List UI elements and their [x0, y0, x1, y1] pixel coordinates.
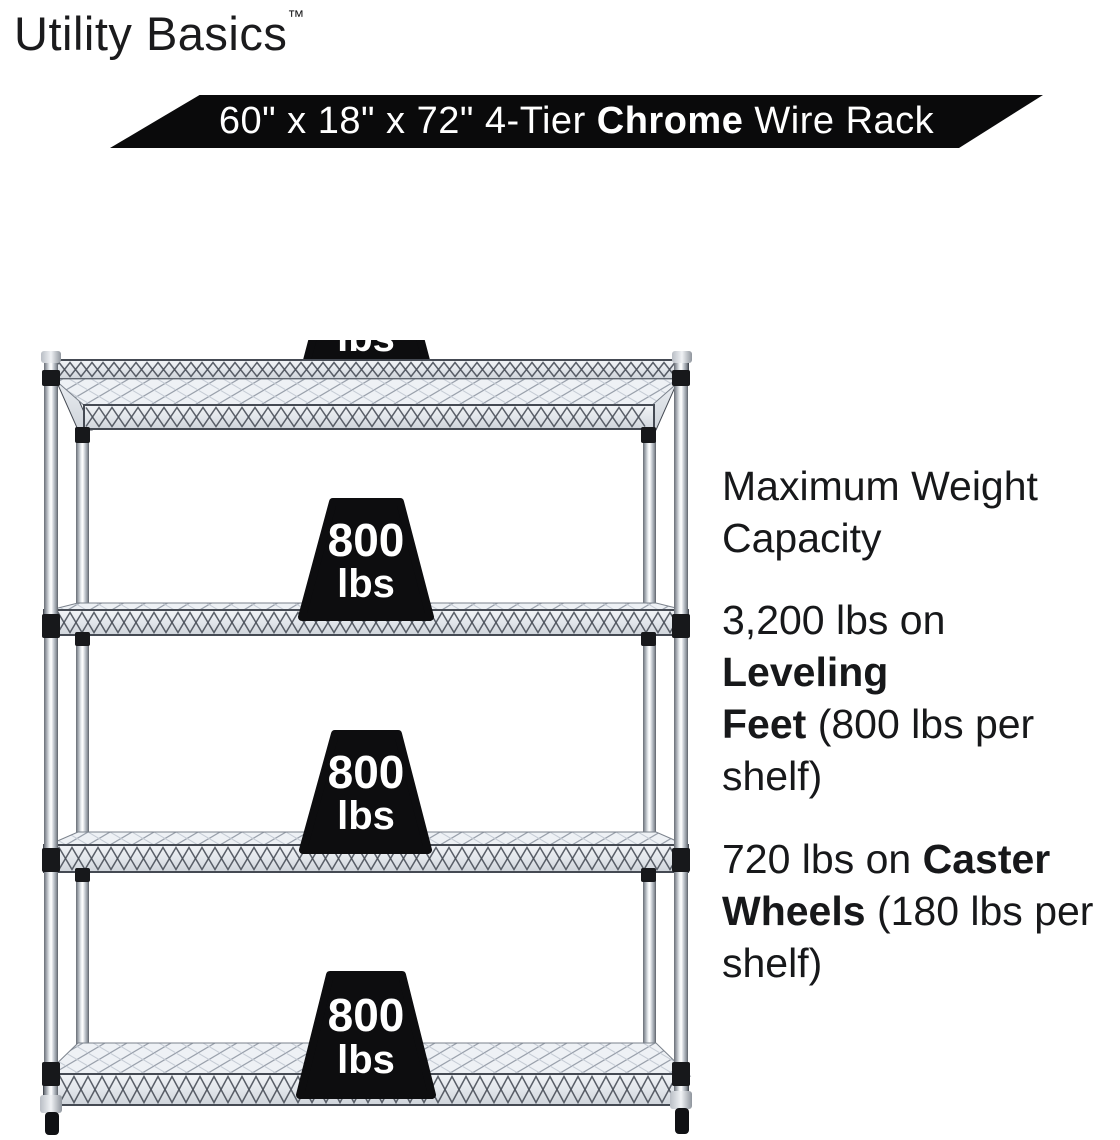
foot-sleeve — [670, 1091, 692, 1109]
shelf-collar — [42, 370, 60, 386]
banner-text: 60" x 18" x 72" 4-Tier Chrome Wire Rack — [219, 100, 934, 143]
shelf-1 — [45, 359, 689, 443]
rack-photo: 800 lbs — [40, 340, 692, 1135]
shelf-collar — [42, 1062, 60, 1086]
weight-shape-icon — [296, 971, 436, 1099]
shelf-collar — [672, 614, 690, 638]
foot-sleeve — [40, 1095, 62, 1113]
product-banner: 60" x 18" x 72" 4-Tier Chrome Wire Rack — [110, 95, 1043, 148]
capacity-unit: lbs — [337, 794, 395, 838]
capacity-value: 800 — [328, 746, 405, 798]
capacity-value: 800 — [328, 989, 405, 1041]
capacity-badge-2: 800 lbs — [298, 498, 434, 621]
brand-logo: Utility Basics™ — [14, 6, 304, 61]
leveling-foot — [45, 1112, 59, 1135]
leveling-foot — [675, 1108, 689, 1134]
shelf-collar — [75, 427, 90, 443]
banner-product-text: Wire Rack — [743, 100, 935, 142]
front-left-post — [40, 351, 62, 1135]
shelf-collar — [672, 848, 690, 872]
shelf-collar — [42, 848, 60, 872]
shelf-collar — [641, 632, 656, 646]
weight-shape-icon — [298, 498, 434, 621]
banner-finish-text: Chrome — [596, 100, 744, 142]
shelf-collar — [641, 868, 656, 882]
back-left-post — [73, 394, 92, 1081]
capacity-unit: lbs — [337, 1038, 395, 1082]
post-cap — [672, 351, 692, 363]
banner-size-text: 60" x 18" x 72" 4-Tier — [218, 100, 597, 142]
brand-name: Utility Basics — [14, 7, 288, 60]
shelf-collar — [75, 868, 90, 882]
shelf-collar — [75, 632, 90, 646]
weight-shape-icon — [299, 730, 432, 854]
trademark-symbol: ™ — [287, 7, 305, 26]
shelf-collar — [42, 614, 60, 638]
capacity-unit: lbs — [337, 340, 395, 360]
capacity-badge-4: 800 lbs — [296, 971, 436, 1099]
post-cap — [41, 351, 61, 363]
shelf-collar — [641, 427, 656, 443]
capacity-badge-3: 800 lbs — [299, 730, 432, 854]
front-right-post — [670, 351, 692, 1134]
back-right-post — [640, 394, 659, 1081]
capacity-unit: lbs — [337, 562, 395, 606]
shelf-collar — [672, 370, 690, 386]
shelf-collar — [672, 1062, 690, 1086]
capacity-value: 800 — [328, 514, 405, 566]
